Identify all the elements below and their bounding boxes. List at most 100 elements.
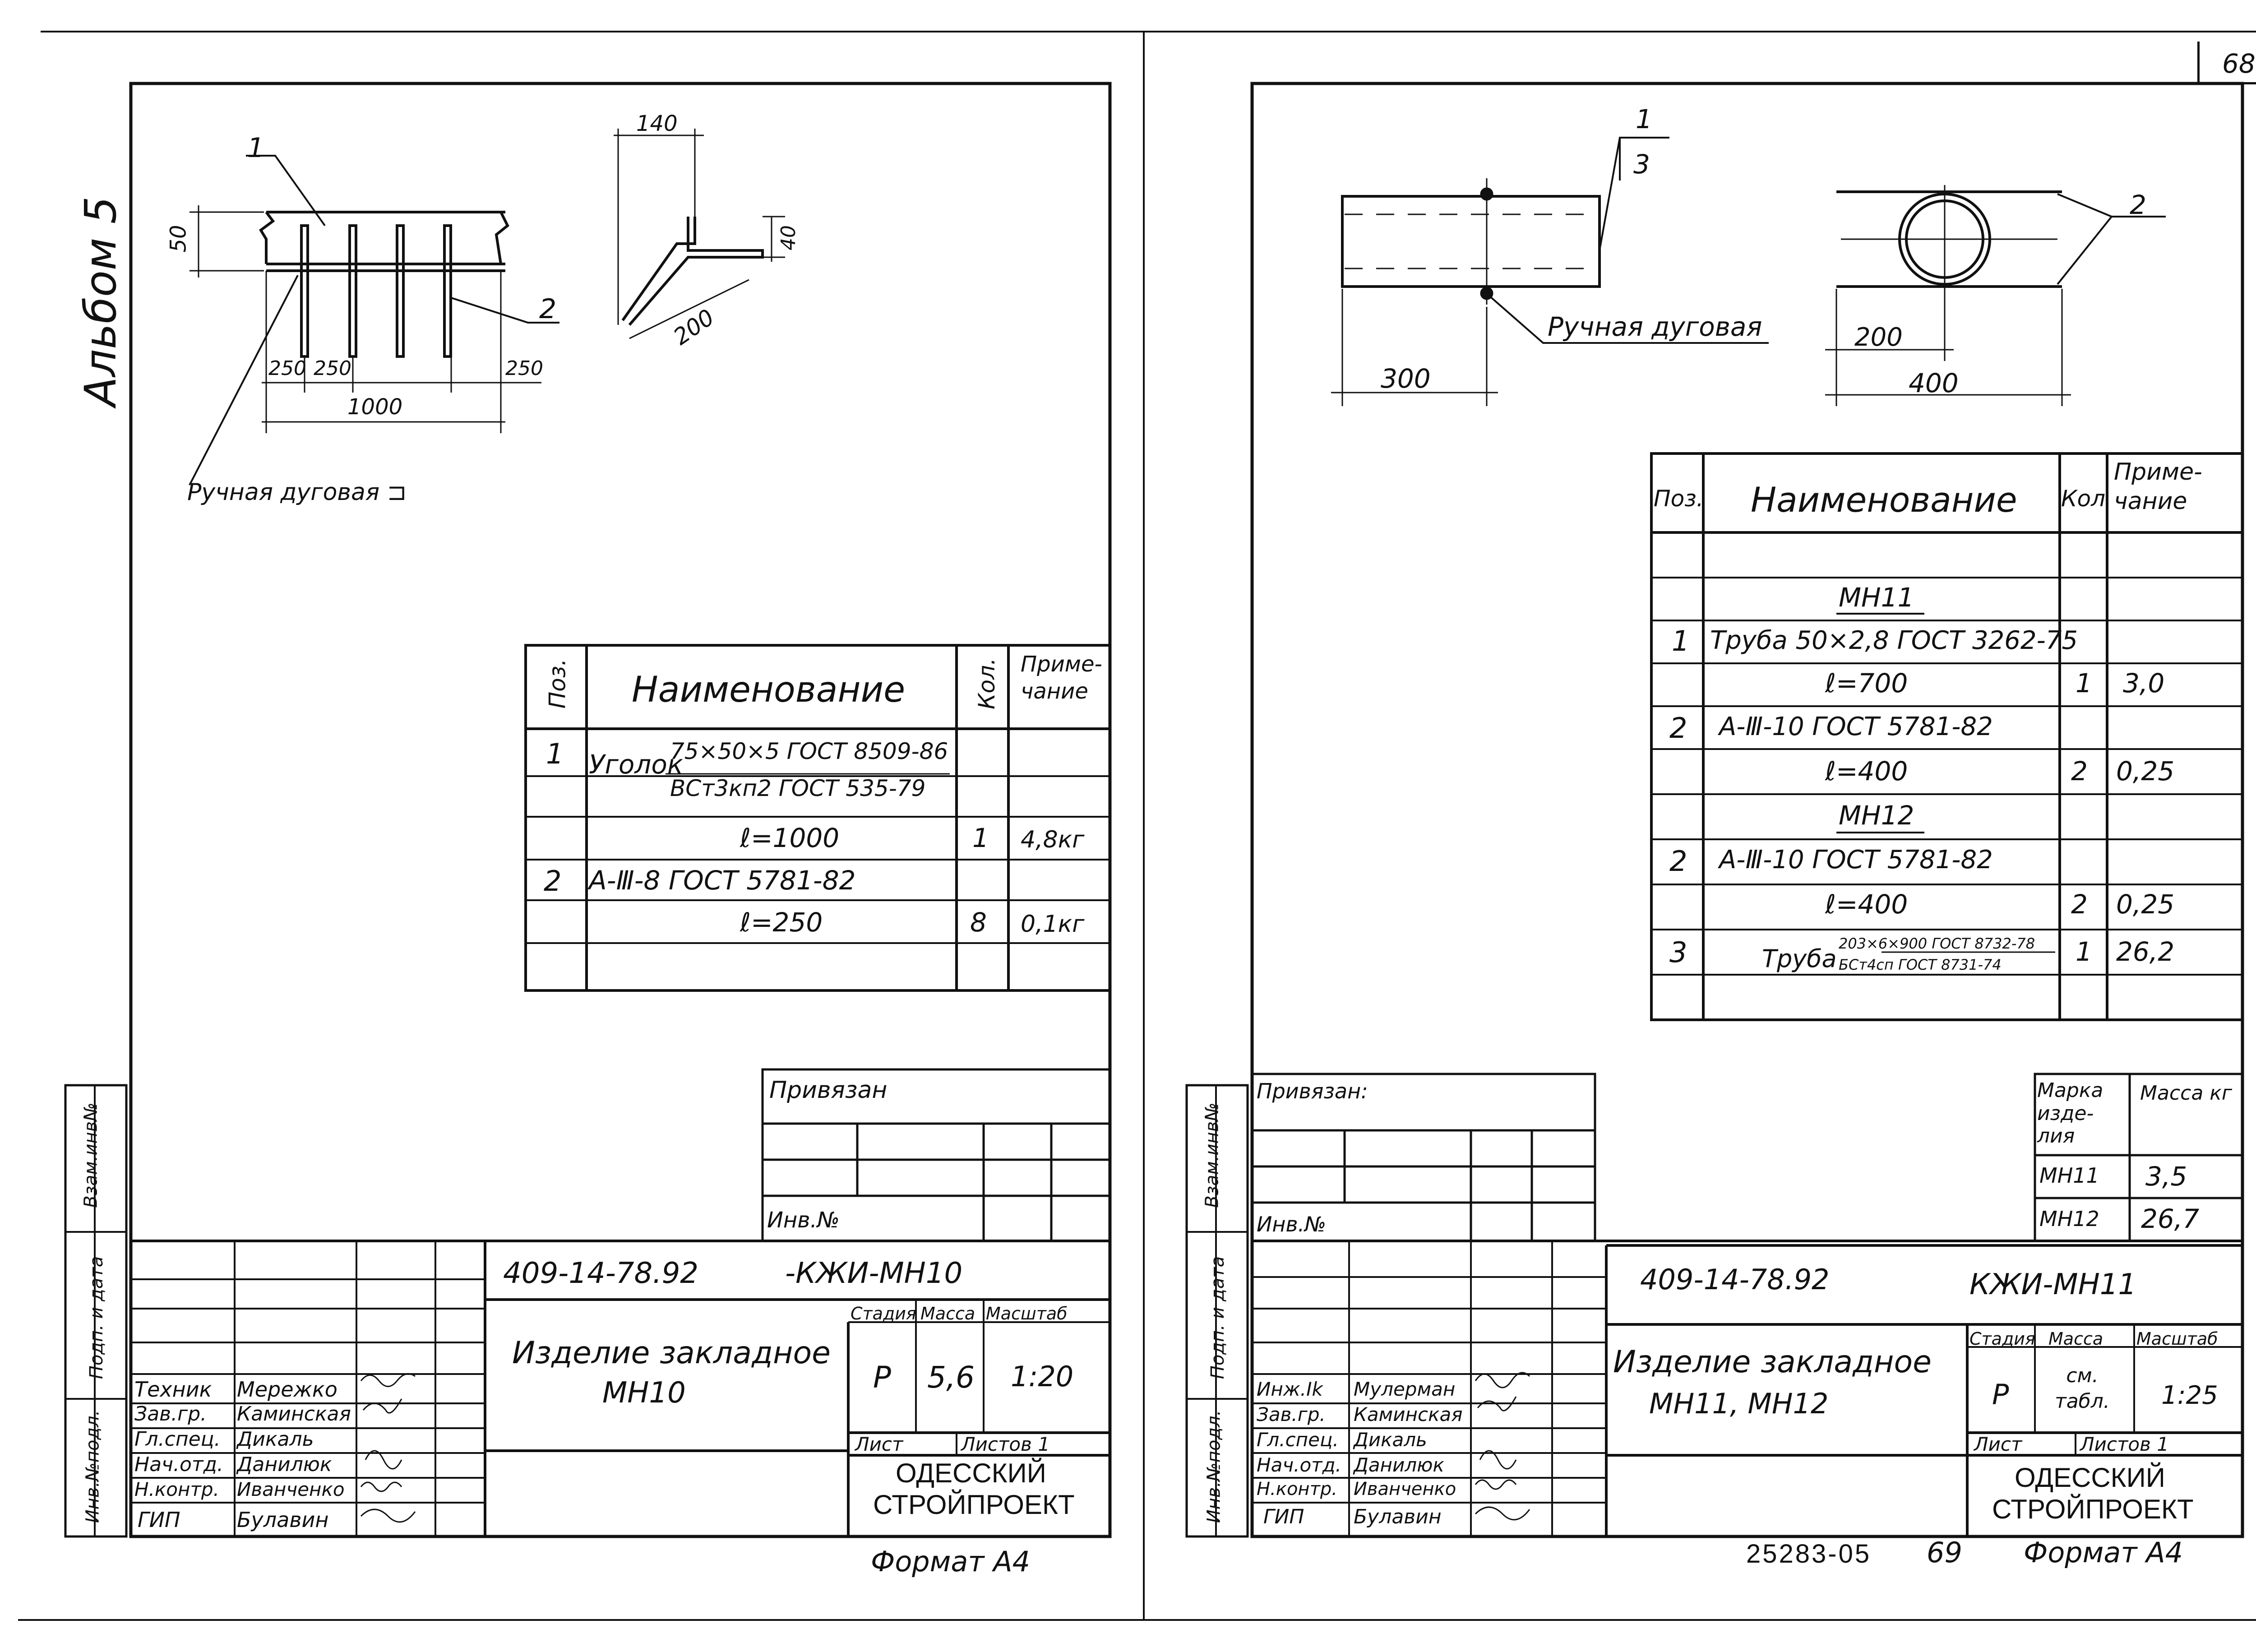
- spec-row-1-name-prefix: Уголок: [589, 749, 683, 780]
- spec-header-note-1: Приме-: [1021, 652, 1102, 677]
- privyazan-label: Привязан: [769, 1077, 888, 1104]
- bottom-code: 25283-05: [1746, 1539, 1872, 1569]
- signer-role: Н.контр.: [1257, 1479, 1337, 1499]
- format-label: Формат А4: [2024, 1536, 2183, 1569]
- mass-table-h1: Марка изде-лия: [2037, 1079, 2103, 1148]
- signer-role: ГИП: [1263, 1505, 1304, 1528]
- signer-role: Зав.гр.: [1257, 1403, 1326, 1425]
- inv-no-label: Инв.№: [1257, 1212, 1327, 1236]
- signer-name: Каминская: [237, 1402, 351, 1425]
- sheet-label: Лист: [855, 1433, 903, 1455]
- page-number-box: [2197, 42, 2256, 84]
- mass-table-h2: Масса кг: [2140, 1082, 2232, 1105]
- spec-row-1-name-den: ВСт3кп2 ГОСТ 535-79: [670, 775, 926, 801]
- callout-3: 3: [1633, 149, 1650, 180]
- dim-250-b: 250: [314, 357, 351, 380]
- spec-group-mn11: МН11: [1839, 582, 1914, 613]
- spec-header-name: Наименование: [632, 670, 906, 710]
- mass-label: Масса: [920, 1304, 975, 1323]
- item-title: Изделие закладное: [1613, 1344, 1932, 1380]
- signer-name: Мулерман: [1354, 1378, 1456, 1400]
- signer-role: Гл.спец.: [134, 1428, 221, 1451]
- org-line-1: ОДЕССКИЙ: [896, 1458, 1046, 1488]
- spec-row-name-prefix: Труба: [1762, 944, 1837, 973]
- signer-role: Инж.Ik: [1257, 1378, 1323, 1400]
- weld-note: Ручная дуговая ⊐: [187, 479, 407, 506]
- scale-label: Масштаб: [2136, 1329, 2218, 1349]
- dim-250-a: 250: [268, 357, 306, 380]
- signer-name: Иванченко: [237, 1478, 345, 1500]
- spec-header-note-1: Приме-: [2114, 458, 2202, 486]
- spec-row-qty: 1: [2076, 936, 2092, 967]
- spec-row-name: ℓ=400: [1825, 756, 1908, 787]
- mass-table-mark: МН11: [2039, 1163, 2099, 1188]
- mass-table-mark: МН12: [2039, 1207, 2099, 1231]
- signer-name: Мережко: [237, 1377, 337, 1402]
- signer-role: Техник: [134, 1377, 212, 1402]
- mass-value: см. табл.: [2055, 1364, 2110, 1413]
- dim-300: 300: [1381, 363, 1431, 394]
- spec-header-qty: Кол: [2061, 486, 2106, 512]
- spec-row-name-num: 203×6×900 ГОСТ 8732-78: [1839, 935, 2035, 952]
- spec-row-pos: 2: [1669, 845, 1687, 878]
- spec-row-4-note: 0,1кг: [1021, 911, 1085, 938]
- spec-row-qty: 2: [2071, 889, 2088, 920]
- mass-label: Масса: [2048, 1329, 2103, 1349]
- spec-row-qty: 1: [2076, 668, 2092, 699]
- callout-1: 1: [1636, 104, 1652, 134]
- mass-value: 5,6: [927, 1360, 975, 1395]
- spec-row-2-qty: 1: [972, 823, 989, 853]
- sheets-label: Листов 1: [2080, 1433, 2169, 1455]
- spec-row-4-qty: 8: [970, 907, 987, 938]
- spec-row-4-name: ℓ=250: [740, 907, 823, 938]
- spec-row-note: 0,25: [2116, 889, 2175, 920]
- callout-2: 2: [539, 293, 557, 325]
- signer-name: Булавин: [1354, 1505, 1442, 1528]
- spec-row-2-note: 4,8кг: [1021, 826, 1085, 853]
- signer-role: Н.контр.: [134, 1478, 219, 1500]
- signer-role: ГИП: [138, 1508, 180, 1532]
- item-name: МН11, МН12: [1649, 1387, 1829, 1420]
- spec-row-note: 0,25: [2116, 756, 2175, 787]
- signer-role: Нач.отд.: [1257, 1454, 1342, 1476]
- spec-header-pos: Поз.: [1654, 486, 1704, 512]
- item-title: Изделие закладное: [512, 1335, 831, 1371]
- spec-row-name: ℓ=700: [1825, 668, 1908, 699]
- dim-140: 140: [636, 111, 678, 136]
- callout-2: 2: [2130, 190, 2146, 220]
- item-name: МН10: [602, 1376, 686, 1410]
- stage-label: Стадия: [851, 1304, 916, 1323]
- spec-row-3-pos: 2: [544, 865, 562, 898]
- dim-400: 400: [1909, 368, 1959, 398]
- spec-row-pos: 3: [1669, 936, 1687, 969]
- scale-value: 1:20: [1011, 1360, 1074, 1393]
- mass-table-mass: 3,5: [2145, 1161, 2187, 1192]
- spec-row-qty: 2: [2071, 756, 2088, 787]
- spec-row-name-den: БСт4сп ГОСТ 8731-74: [1839, 956, 2002, 973]
- spec-row-1-name-num: 75×50×5 ГОСТ 8509-86: [670, 738, 948, 764]
- spec-row-2-name: ℓ=1000: [740, 823, 840, 853]
- doc-code: 409-14-78.92: [503, 1257, 698, 1290]
- org-line-2: СТРОЙПРОЕКТ: [1992, 1494, 2194, 1524]
- spec-group-mn12: МН12: [1839, 800, 1914, 831]
- dim-250-c: 250: [505, 357, 543, 380]
- doc-mark: -КЖИ-МН10: [785, 1257, 963, 1290]
- spec-row-3-name: А-Ⅲ-8 ГОСТ 5781-82: [589, 865, 856, 896]
- sheet-label: Лист: [1974, 1433, 2022, 1455]
- spec-row-name: Труба 50×2,8 ГОСТ 3262-75: [1710, 626, 2078, 655]
- spec-row-name: ℓ=400: [1825, 889, 1908, 920]
- spec-row-pos: 1: [1672, 625, 1690, 657]
- dim-1000: 1000: [347, 394, 403, 420]
- dim-200: 200: [1854, 323, 1903, 352]
- org-line-1: ОДЕССКИЙ: [2015, 1462, 2165, 1493]
- privyazan-label: Привязан:: [1257, 1079, 1368, 1103]
- spec-header-note-2: чание: [2114, 488, 2187, 515]
- sheets-label: Листов 1: [961, 1433, 1050, 1455]
- doc-mark: КЖИ-МН11: [1969, 1268, 2137, 1301]
- callout-1: 1: [247, 132, 265, 164]
- stage-value: Р: [1992, 1378, 2009, 1411]
- signer-role: Гл.спец.: [1257, 1429, 1339, 1451]
- spec-row-note: 26,2: [2116, 936, 2175, 967]
